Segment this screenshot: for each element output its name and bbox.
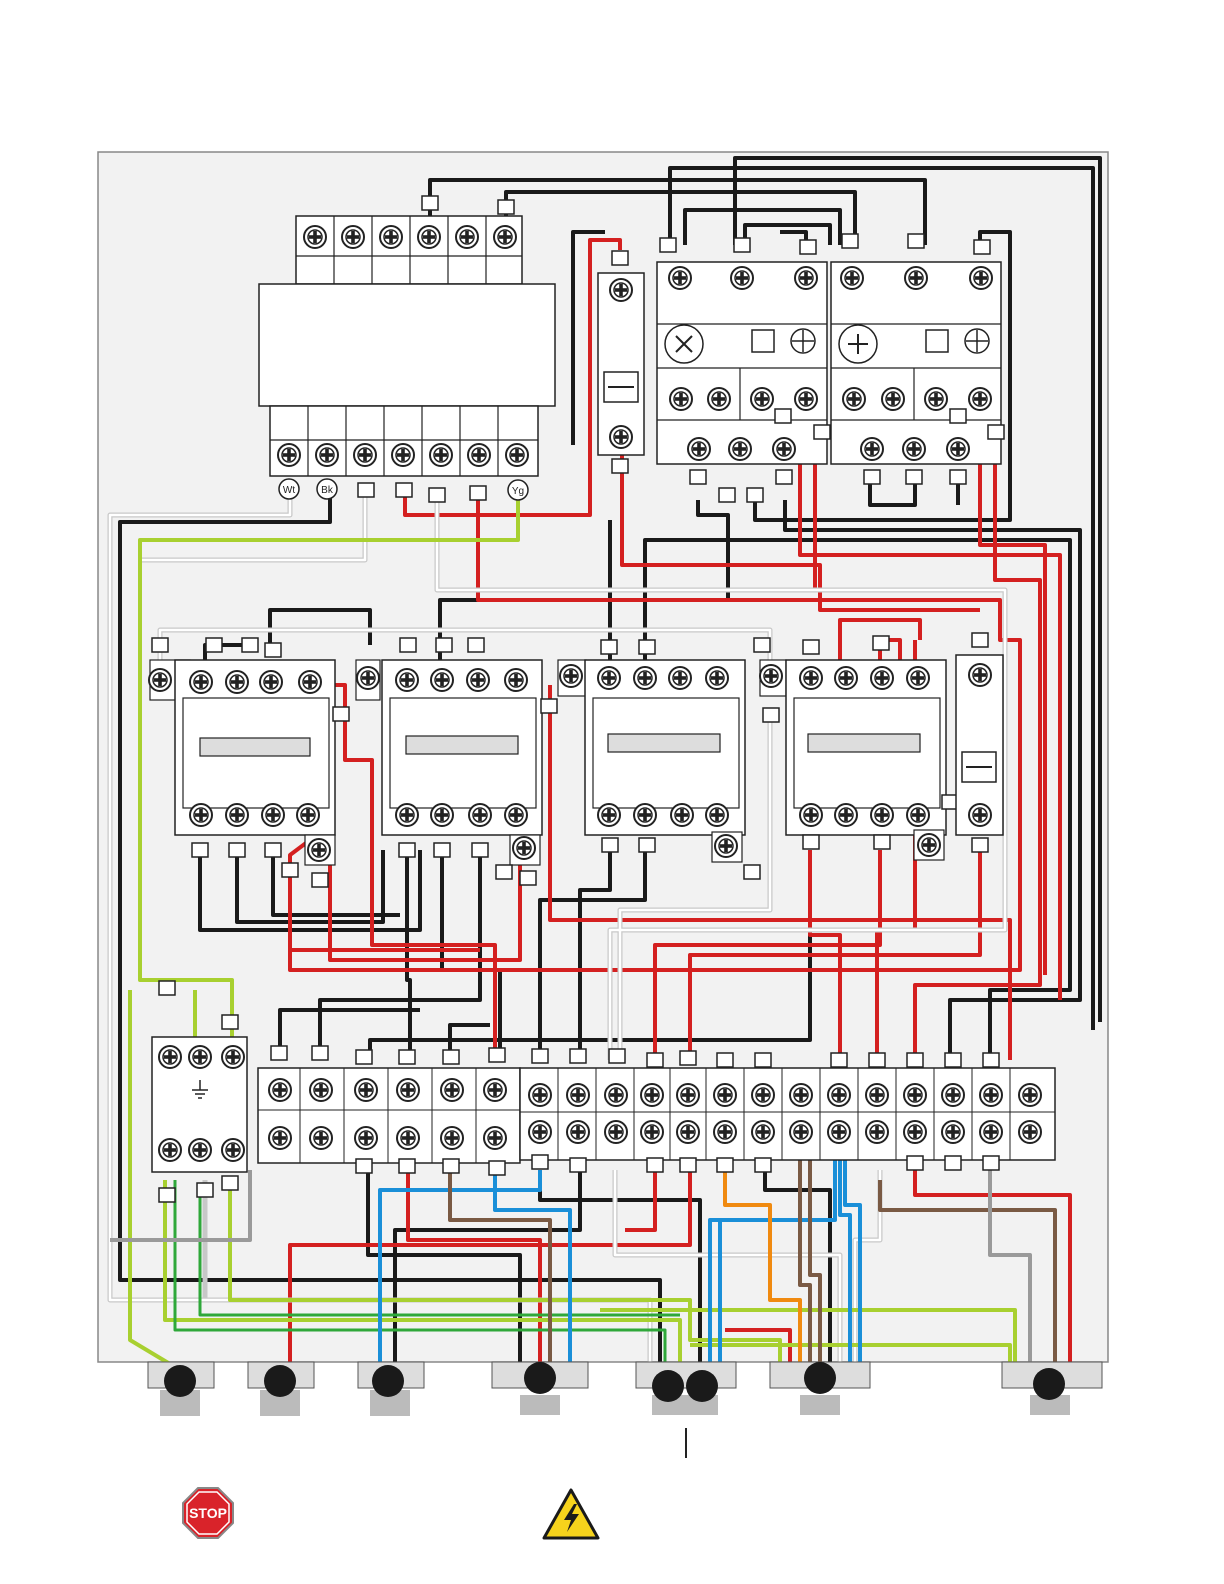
cable-glands (148, 1362, 1102, 1458)
cable-gland-double (636, 1362, 736, 1415)
wire-tag-white: Wt (279, 479, 299, 499)
high-voltage-icon (544, 1490, 598, 1538)
svg-text:STOP: STOP (189, 1505, 227, 1521)
stop-sign-icon: STOP (183, 1488, 233, 1538)
svg-text:Bk: Bk (321, 485, 334, 496)
control-module: Wt Bk Yg (259, 196, 555, 502)
svg-text:Wt: Wt (283, 485, 295, 496)
cable-gland (492, 1362, 588, 1415)
cable-gland (248, 1362, 314, 1416)
terminal-strip-right (520, 1049, 1055, 1172)
svg-text:Yg: Yg (512, 486, 524, 497)
cable-gland (770, 1362, 870, 1415)
wire-tag-yellow-green: Yg (508, 480, 528, 500)
overload-relay-2 (831, 234, 1004, 484)
circuit-breaker-middle (956, 633, 1003, 852)
cable-gland (148, 1362, 214, 1416)
cable-gland (358, 1362, 424, 1416)
wire-tag-black: Bk (317, 479, 337, 499)
cable-gland (1002, 1362, 1102, 1415)
overload-relay-1 (657, 238, 830, 502)
circuit-breaker-top (598, 251, 644, 473)
